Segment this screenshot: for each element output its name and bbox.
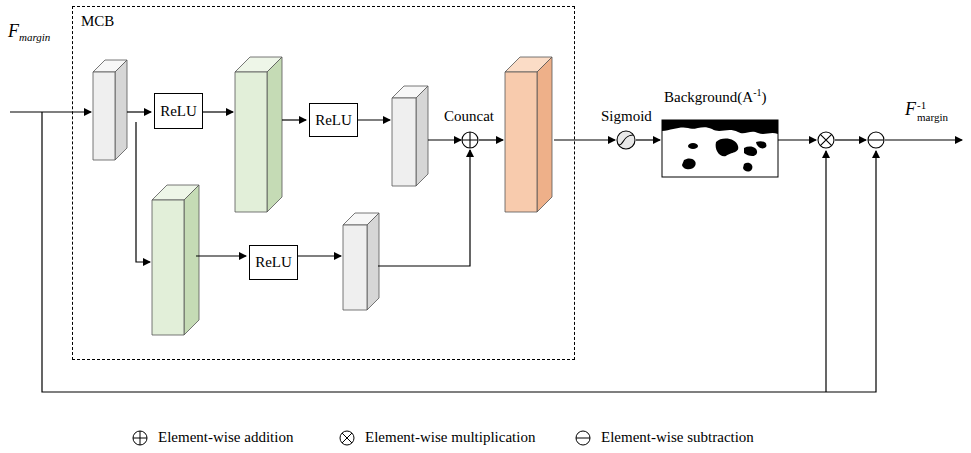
- module-box: MCB ReLU ReLU ReLU: [72, 6, 575, 360]
- text-label: ): [762, 90, 767, 105]
- relu-label: ReLU: [255, 254, 292, 271]
- text-label: Councat: [444, 109, 494, 124]
- cube-face: [235, 72, 267, 212]
- feature-maps: [93, 57, 552, 335]
- relu-label: ReLU: [160, 103, 197, 120]
- script-stack: -1margin: [917, 100, 948, 123]
- legend-text: Element-wise addition: [158, 429, 293, 446]
- relu-box: ReLU: [309, 103, 358, 137]
- text-label: -1: [917, 100, 948, 112]
- feature-map: [93, 60, 127, 160]
- relu-label: ReLU: [315, 112, 352, 129]
- text-label: margin: [19, 32, 50, 43]
- input-label: Fmargin: [8, 22, 50, 43]
- text-label: F: [905, 100, 916, 118]
- mask-label: Background(A-1): [664, 88, 767, 105]
- sigmoid-label: Sigmoid: [601, 108, 652, 124]
- cube-face: [367, 213, 379, 310]
- feature-map: [392, 86, 428, 186]
- feature-map: [505, 57, 552, 212]
- cube-face: [115, 60, 127, 160]
- concat-label: Councat: [444, 108, 494, 124]
- output-label: F-1margin: [905, 100, 948, 123]
- relu-box: ReLU: [154, 93, 203, 129]
- relu-box: ReLU: [249, 245, 298, 280]
- text-label: Background(A: [664, 90, 753, 105]
- cube-face: [537, 57, 552, 212]
- cube-face: [152, 200, 184, 335]
- cube-face: [343, 225, 367, 310]
- module-title: MCB: [81, 13, 114, 30]
- feature-map: [343, 213, 379, 310]
- feature-map: [235, 57, 282, 212]
- cube-face: [267, 57, 282, 212]
- text-label: margin: [917, 112, 948, 124]
- legend-text: Element-wise subtraction: [601, 429, 754, 446]
- text-label: -1: [753, 88, 761, 98]
- cube-face: [184, 185, 199, 335]
- text-label: F: [8, 22, 19, 40]
- background-mask: [662, 120, 778, 177]
- cube-face: [392, 98, 416, 186]
- cube-face: [93, 72, 115, 160]
- legend-text: Element-wise multiplication: [365, 429, 535, 446]
- feature-map: [152, 185, 199, 335]
- cube-face: [505, 72, 537, 212]
- cube-face: [416, 86, 428, 186]
- text-label: Sigmoid: [601, 109, 652, 124]
- wires: [10, 112, 962, 392]
